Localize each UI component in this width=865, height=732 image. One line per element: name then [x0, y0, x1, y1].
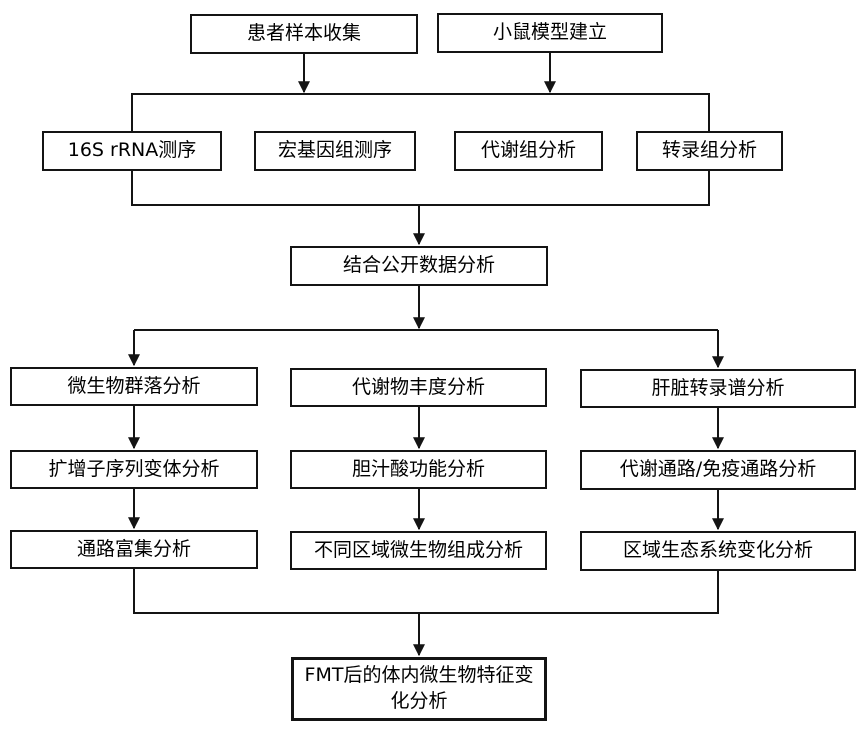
edge-rail2	[131, 171, 710, 206]
node-metabolite-abundance-analysis: 代谢物丰度分析	[290, 368, 547, 407]
node-metabolic-immune-pathway-analysis: 代谢通路/免疫通路分析	[580, 450, 856, 490]
node-regional-ecosystem-change-analysis: 区域生态系统变化分析	[580, 531, 856, 571]
node-patient-samples: 患者样本收集	[190, 14, 418, 54]
node-regional-microbiota-composition-analysis: 不同区域微生物组成分析	[290, 531, 547, 570]
node-transcriptomic-analysis: 转录组分析	[636, 131, 783, 171]
node-16s-rrna-sequencing: 16S rRNA测序	[42, 131, 222, 171]
node-pathway-enrichment-analysis: 通路富集分析	[10, 530, 258, 569]
node-mouse-model: 小鼠模型建立	[437, 13, 663, 53]
edge-rail1	[131, 93, 710, 131]
node-metagenomic-sequencing: 宏基因组测序	[254, 131, 416, 171]
node-public-data-analysis: 结合公开数据分析	[290, 246, 548, 286]
node-bile-acid-function-analysis: 胆汁酸功能分析	[290, 450, 547, 489]
node-amplicon-sequence-variant-analysis: 扩增子序列变体分析	[10, 450, 258, 489]
node-microbial-community-analysis: 微生物群落分析	[10, 367, 258, 406]
node-liver-transcriptome-analysis: 肝脏转录谱分析	[580, 369, 856, 408]
node-metabolomic-analysis: 代谢组分析	[454, 131, 603, 171]
edge-rail4	[133, 569, 719, 614]
node-fmt-microbial-feature-change-analysis: FMT后的体内微生物特征变化分析	[291, 657, 547, 721]
